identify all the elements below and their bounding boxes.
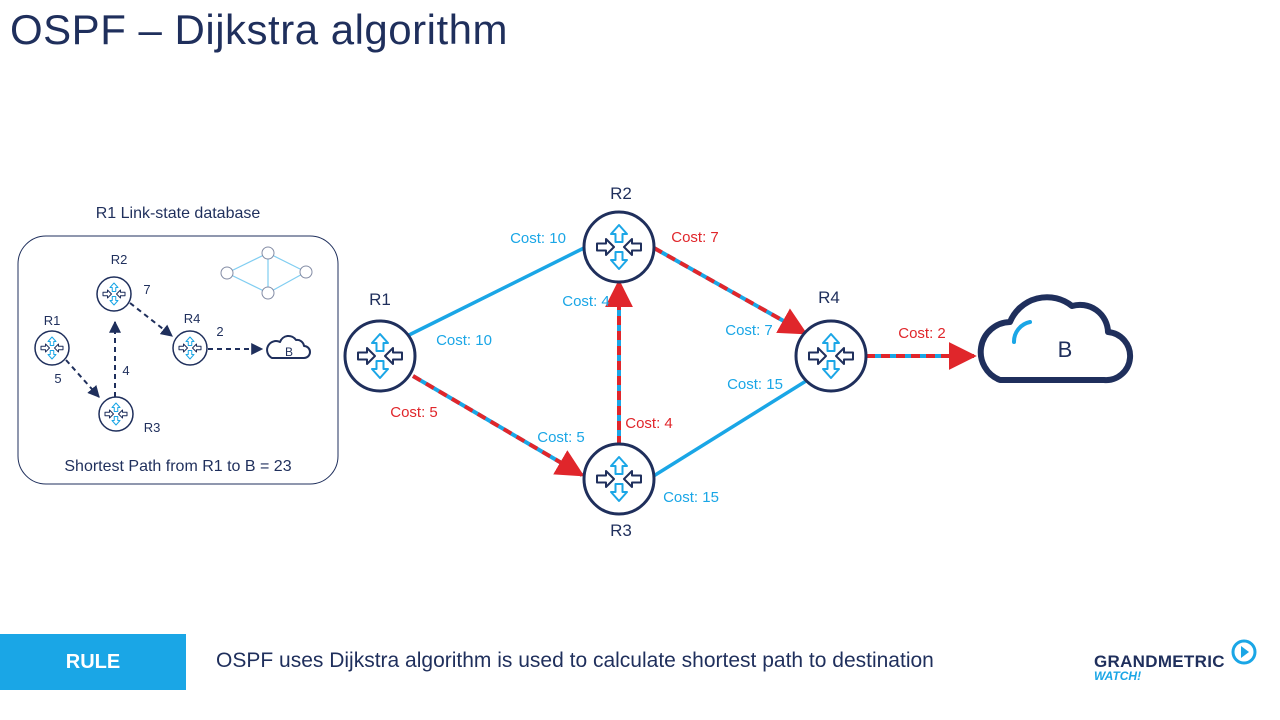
db-cost-r2-r4: 7: [143, 282, 150, 297]
link-r1-r2: [406, 245, 587, 338]
database-result: Shortest Path from R1 to B = 23: [64, 458, 291, 475]
cost-r3-r2-at-r2: Cost: 4: [562, 293, 610, 310]
router-label-r1: R1: [369, 290, 391, 309]
cost-r2-r4-at-r2: Cost: 7: [671, 229, 719, 246]
db-label-r2: R2: [111, 252, 128, 267]
router-r1-icon: [343, 319, 417, 393]
router-r2-icon: [582, 210, 656, 284]
cost-r4-b: Cost: 2: [898, 325, 946, 342]
page-title: OSPF – Dijkstra algorithm: [10, 6, 508, 53]
link-state-database-panel: R1 Link-state database: [17, 205, 339, 485]
router-label-r4: R4: [818, 288, 840, 307]
db-router-r2-icon: [96, 276, 132, 312]
db-router-r1-icon: [34, 330, 70, 366]
network-links: [406, 245, 977, 479]
grandmetric-logo: GRANDMETRIC WATCH!: [1092, 636, 1262, 688]
router-label-r3: R3: [610, 521, 632, 540]
rule-text: OSPF uses Dijkstra algorithm is used to …: [216, 649, 934, 672]
cost-r2-r4-at-r4: Cost: 7: [725, 322, 773, 339]
db-router-r3-icon: [98, 396, 134, 432]
db-router-r4-icon: [172, 330, 208, 366]
destination-cloud-icon: [977, 294, 1134, 384]
router-label-r2: R2: [610, 184, 632, 203]
db-cost-r3-r2: 4: [122, 363, 129, 378]
play-icon: [1231, 639, 1257, 665]
router-r3-icon: [582, 442, 656, 516]
cost-r1-r2-at-r1: Cost: 10: [436, 332, 492, 349]
cost-r3-r4-at-r3: Cost: 15: [663, 489, 719, 506]
logo-sub-text: WATCH!: [1094, 669, 1142, 683]
destination-label: B: [1058, 337, 1073, 362]
mini-topology-icon: [220, 246, 313, 300]
rule-badge: RULE: [0, 634, 186, 690]
link-r3-r4: [651, 379, 807, 479]
cost-r1-r3-at-r1: Cost: 5: [390, 404, 438, 421]
router-r4-icon: [794, 319, 868, 393]
db-cost-r4-b: 2: [216, 324, 223, 339]
cost-r1-r3-at-r3: Cost: 5: [537, 429, 585, 446]
database-caption: R1 Link-state database: [96, 205, 261, 222]
db-cost-r1-r3: 5: [54, 371, 61, 386]
db-label-r4: R4: [184, 311, 201, 326]
link-r1-r3: [411, 374, 585, 477]
db-cloud-icon: [266, 335, 311, 359]
link-r2-r4: [653, 246, 808, 335]
db-destination-label: B: [285, 345, 293, 359]
db-label-r3: R3: [144, 420, 161, 435]
cost-r1-r2-at-r2: Cost: 10: [510, 230, 566, 247]
logo-main-text: GRANDMETRIC: [1094, 652, 1225, 671]
cost-r3-r4-at-r4: Cost: 15: [727, 376, 783, 393]
cost-r3-r2-at-r3: Cost: 4: [625, 415, 673, 432]
db-label-r1: R1: [44, 313, 61, 328]
